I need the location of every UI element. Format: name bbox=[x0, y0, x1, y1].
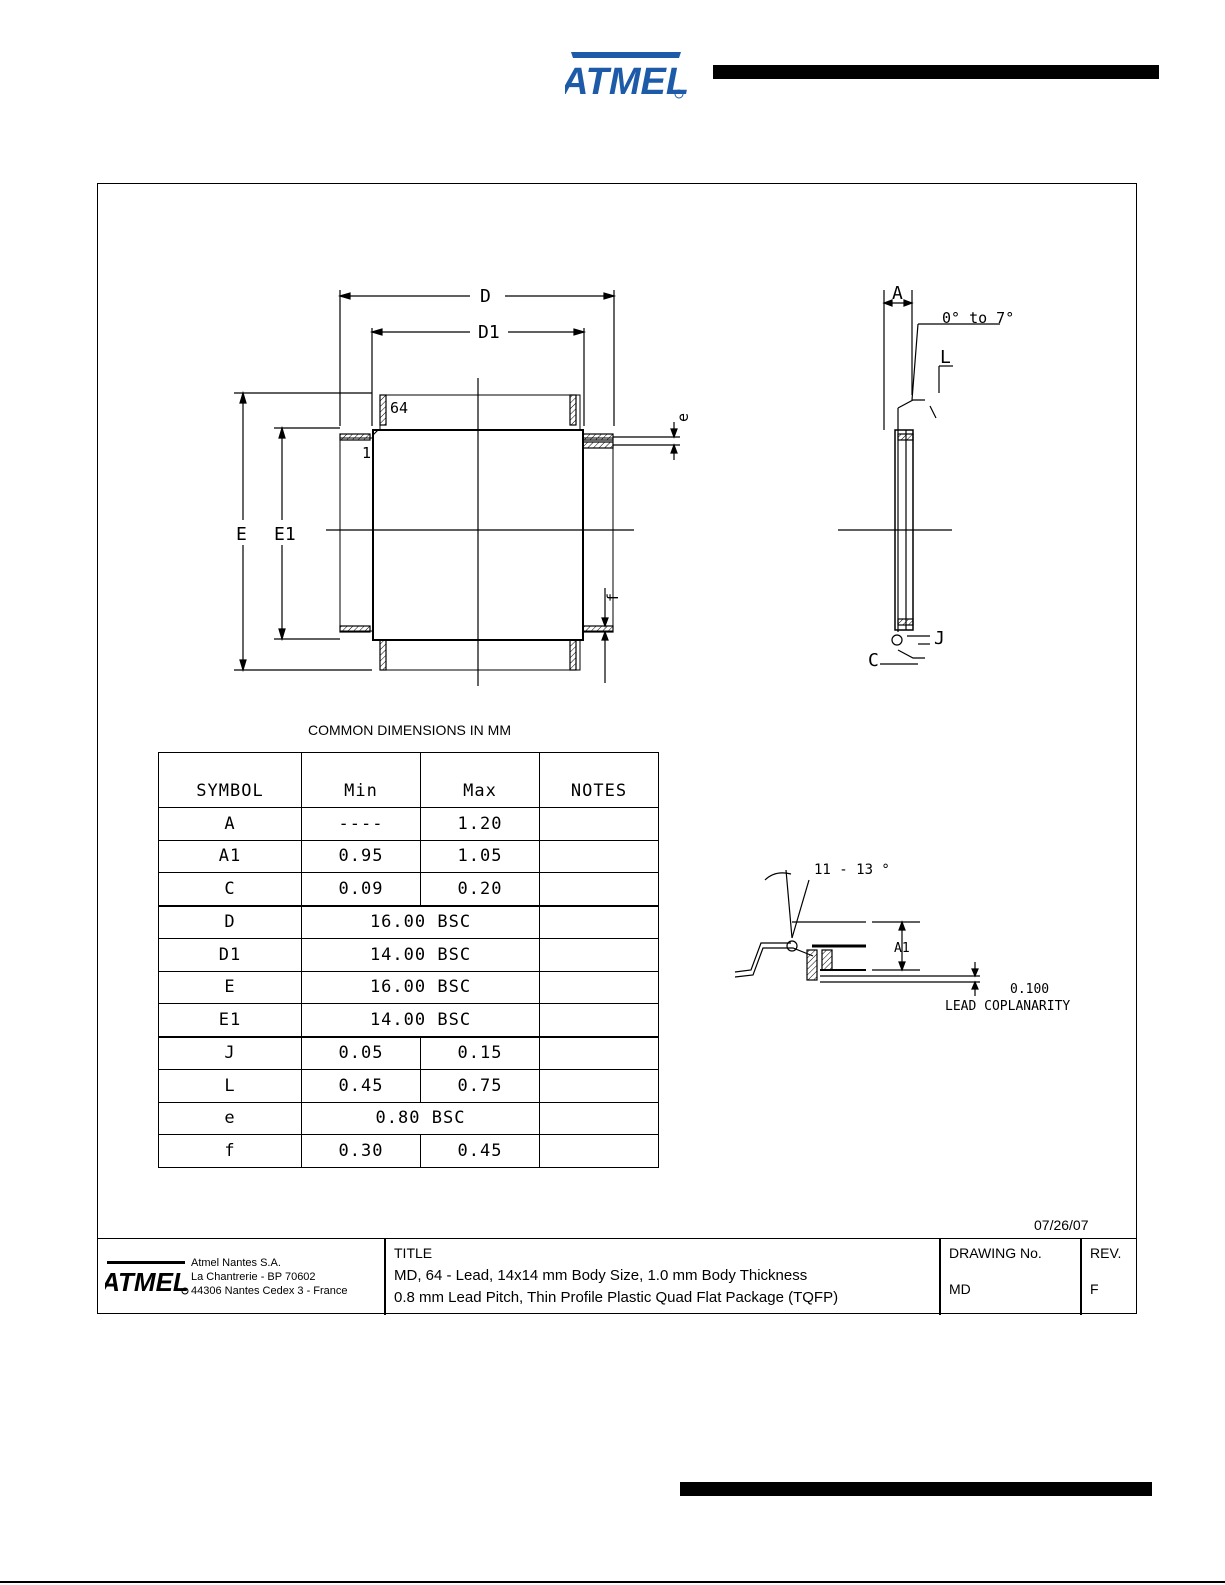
cell-notes bbox=[539, 970, 659, 1004]
table-row: C 0.09 0.20 bbox=[158, 872, 659, 906]
company-name: Atmel Nantes S.A. bbox=[191, 1257, 281, 1269]
label-pin64: 64 bbox=[390, 399, 408, 417]
company-address-2: 44306 Nantes Cedex 3 - France bbox=[191, 1285, 348, 1297]
header-symbol: SYMBOL bbox=[158, 752, 302, 808]
divider bbox=[1080, 1239, 1082, 1315]
cell-symbol: D bbox=[158, 904, 302, 939]
label-E1: E1 bbox=[274, 524, 296, 545]
cell-max: 0.15 bbox=[420, 1035, 540, 1070]
title-line-2: 0.8 mm Lead Pitch, Thin Profile Plastic … bbox=[394, 1289, 839, 1306]
cell-notes bbox=[539, 872, 659, 906]
label-pin1: 1 bbox=[362, 444, 371, 462]
cell-notes bbox=[539, 904, 659, 939]
table-row: L 0.45 0.75 bbox=[158, 1069, 659, 1103]
cell-max: 1.20 bbox=[420, 807, 540, 841]
cell-value: 14.00 BSC bbox=[301, 1003, 540, 1037]
page-bottom-rule bbox=[0, 1581, 1225, 1583]
label-A: A bbox=[892, 283, 903, 304]
cell-notes bbox=[539, 807, 659, 841]
table-row: E 16.00 BSC bbox=[158, 970, 659, 1004]
cell-min: 0.09 bbox=[301, 872, 421, 906]
cell-min: 0.30 bbox=[301, 1134, 421, 1168]
cell-min: 0.45 bbox=[301, 1069, 421, 1103]
coplanarity-value: 0.100 bbox=[1010, 982, 1049, 997]
coplanarity-label: LEAD COPLANARITY bbox=[945, 999, 1070, 1014]
cell-symbol: J bbox=[158, 1035, 302, 1070]
label-C: C bbox=[868, 650, 879, 671]
cell-notes bbox=[539, 938, 659, 972]
label-E: E bbox=[236, 524, 247, 545]
label-angle: 0° to 7° bbox=[942, 309, 1014, 327]
cell-symbol: E bbox=[158, 970, 302, 1004]
header-min: Min bbox=[301, 752, 421, 808]
cell-notes bbox=[539, 1134, 659, 1168]
atmel-logo: ATMEL bbox=[565, 52, 687, 100]
drawing-frame bbox=[97, 183, 1137, 1314]
rev-value: F bbox=[1090, 1281, 1099, 1297]
cell-value: 0.80 BSC bbox=[301, 1101, 540, 1135]
drawing-no-label: DRAWING No. bbox=[949, 1245, 1042, 1261]
table-header-row: SYMBOL Min Max NOTES bbox=[158, 752, 659, 808]
atmel-logo-small: ATMEL bbox=[105, 1261, 189, 1297]
svg-text:ATMEL: ATMEL bbox=[565, 61, 687, 100]
cell-symbol: E1 bbox=[158, 1003, 302, 1037]
title-line-1: MD, 64 - Lead, 14x14 mm Body Size, 1.0 m… bbox=[394, 1267, 808, 1284]
dimensions-table: SYMBOL Min Max NOTES A ---- 1.20 A1 0.95… bbox=[158, 752, 659, 1168]
table-row: A1 0.95 1.05 bbox=[158, 839, 659, 873]
cell-symbol: f bbox=[158, 1134, 302, 1168]
table-row: J 0.05 0.15 bbox=[158, 1035, 659, 1070]
cell-notes bbox=[539, 839, 659, 873]
cell-symbol: A bbox=[158, 807, 302, 841]
table-row: f 0.30 0.45 bbox=[158, 1134, 659, 1168]
cell-notes bbox=[539, 1003, 659, 1037]
table-row: A ---- 1.20 bbox=[158, 807, 659, 841]
label-A1: A1 bbox=[894, 941, 910, 956]
dimensions-caption: COMMON DIMENSIONS IN MM bbox=[308, 722, 511, 738]
table-row: D 16.00 BSC bbox=[158, 904, 659, 939]
label-J: J bbox=[934, 628, 945, 649]
table-row: D1 14.00 BSC bbox=[158, 938, 659, 972]
cell-max: 0.20 bbox=[420, 872, 540, 906]
company-address-1: La Chantrerie - BP 70602 bbox=[191, 1271, 316, 1283]
cell-value: 16.00 BSC bbox=[301, 970, 540, 1004]
rev-label: REV. bbox=[1090, 1245, 1122, 1261]
cell-symbol: D1 bbox=[158, 938, 302, 972]
header-max: Max bbox=[420, 752, 540, 808]
cell-symbol: A1 bbox=[158, 839, 302, 873]
cell-min: 0.05 bbox=[301, 1035, 421, 1070]
title-label: TITLE bbox=[394, 1245, 433, 1261]
table-row: e 0.80 BSC bbox=[158, 1101, 659, 1135]
cell-max: 0.75 bbox=[420, 1069, 540, 1103]
label-f: f bbox=[604, 593, 622, 602]
drawing-no: MD bbox=[949, 1281, 971, 1297]
cell-min: 0.95 bbox=[301, 839, 421, 873]
cell-min: ---- bbox=[301, 807, 421, 841]
footer-rule bbox=[680, 1482, 1152, 1496]
cell-value: 16.00 BSC bbox=[301, 904, 540, 939]
header-rule bbox=[713, 65, 1159, 79]
label-angle2: 11 - 13 ° bbox=[814, 862, 890, 878]
label-D1: D1 bbox=[478, 322, 500, 343]
label-L: L bbox=[940, 347, 951, 368]
svg-text:ATMEL: ATMEL bbox=[105, 1267, 189, 1297]
divider bbox=[939, 1239, 941, 1315]
cell-value: 14.00 BSC bbox=[301, 938, 540, 972]
label-e: e bbox=[674, 413, 692, 422]
table-row: E1 14.00 BSC bbox=[158, 1003, 659, 1037]
header-notes: NOTES bbox=[539, 752, 659, 808]
cell-notes bbox=[539, 1069, 659, 1103]
cell-symbol: L bbox=[158, 1069, 302, 1103]
title-block: ATMEL Atmel Nantes S.A. La Chantrerie - … bbox=[97, 1238, 1137, 1315]
cell-notes bbox=[539, 1101, 659, 1135]
label-D: D bbox=[480, 286, 491, 307]
revision-date: 07/26/07 bbox=[1034, 1217, 1089, 1233]
divider bbox=[384, 1239, 386, 1315]
cell-notes bbox=[539, 1035, 659, 1070]
cell-symbol: e bbox=[158, 1101, 302, 1135]
package-drawing: D D1 E E1 64 1 e f A 0° to 7° L J C 11 -… bbox=[234, 283, 1070, 1014]
cell-max: 0.45 bbox=[420, 1134, 540, 1168]
cell-symbol: C bbox=[158, 872, 302, 906]
cell-max: 1.05 bbox=[420, 839, 540, 873]
